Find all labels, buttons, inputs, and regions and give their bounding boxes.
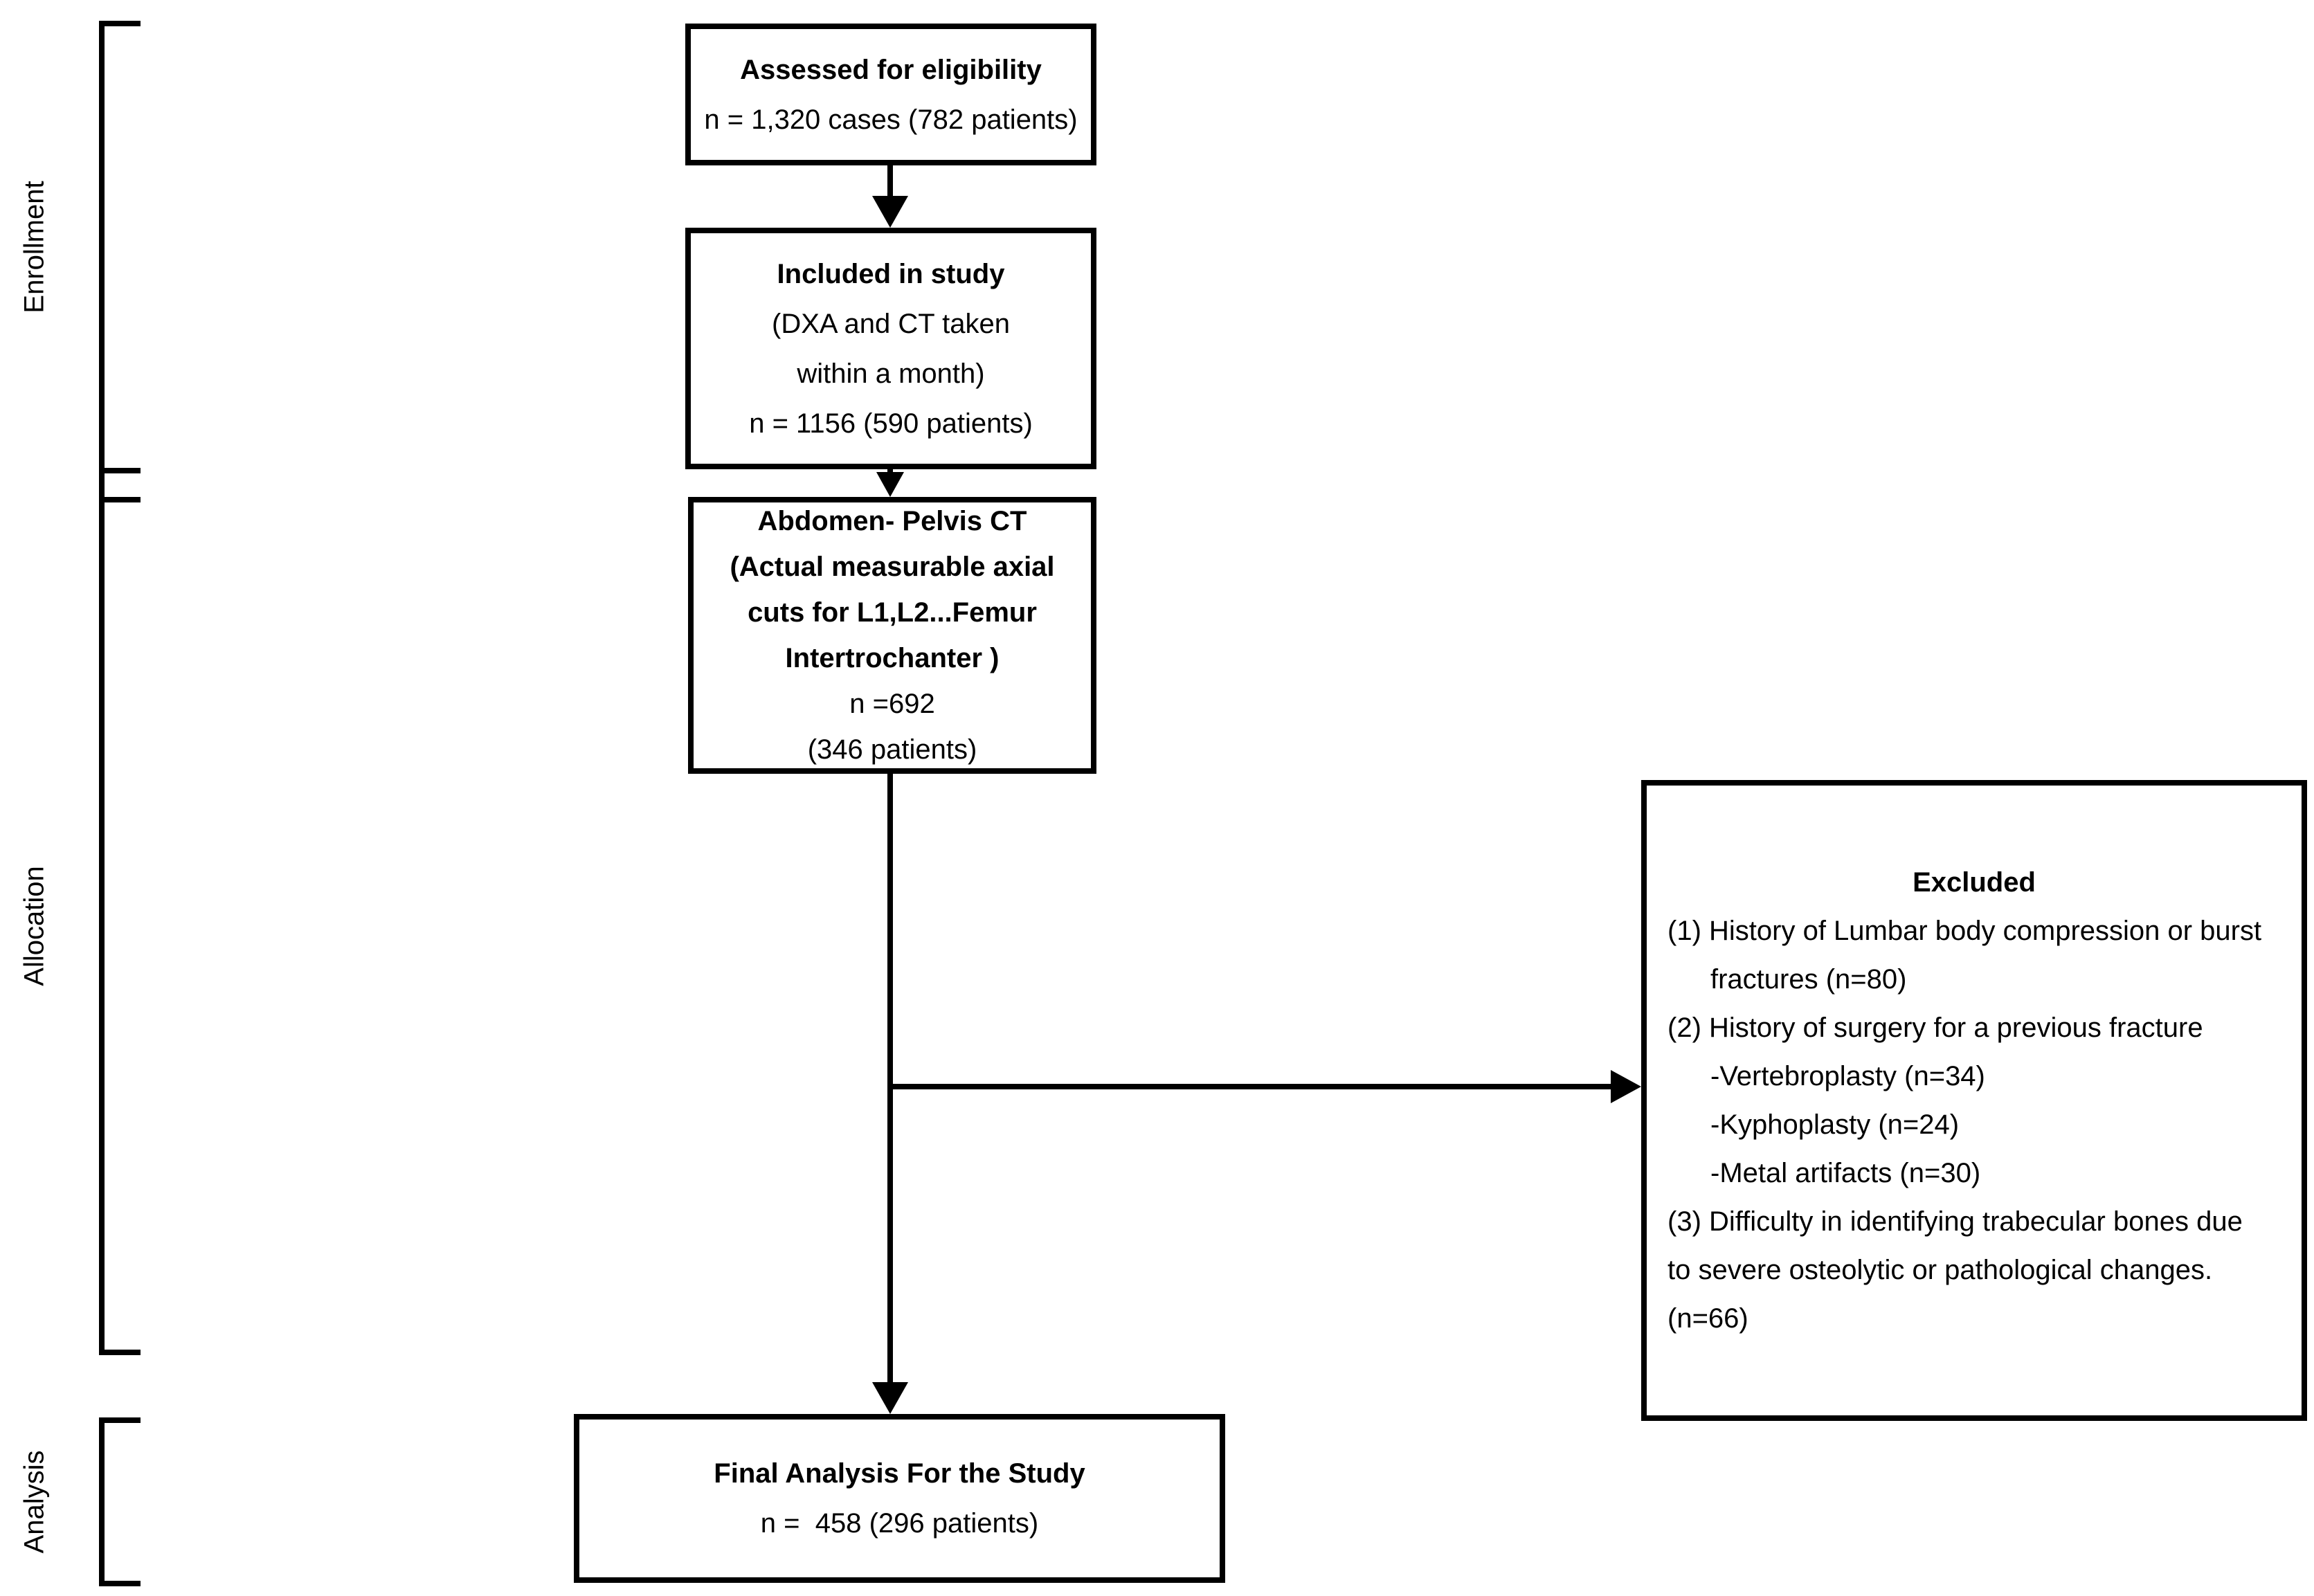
analysis-bracket — [99, 1417, 141, 1586]
included-detail-2: within a month) — [797, 358, 985, 389]
excluded-item: fractures (n=80) — [1710, 964, 1907, 995]
excluded-item: (n=66) — [1667, 1303, 1748, 1334]
arrow-assessed-to-included-stem — [887, 165, 893, 202]
final-analysis-box: Final Analysis For the Study n = 458 (29… — [574, 1414, 1225, 1583]
excluded-item: (1) History of Lumbar body compression o… — [1667, 916, 2262, 946]
included-detail-1: (DXA and CT taken — [772, 308, 1010, 339]
bracket-connector-line — [99, 473, 105, 497]
down-arrowhead-icon — [876, 472, 904, 497]
excluded-item: -Metal artifacts (n=30) — [1710, 1158, 1981, 1188]
stage-label-enrollment: Enrollment — [19, 181, 50, 314]
stage-label-analysis: Analysis — [19, 1450, 50, 1554]
stage-label-allocation: Allocation — [19, 866, 50, 986]
included-in-study-box: Included in study (DXA and CT taken with… — [685, 228, 1096, 469]
included-count: n = 1156 (590 patients) — [749, 408, 1033, 439]
included-title: Included in study — [777, 258, 1005, 289]
ct-count-2: (346 patients) — [807, 734, 977, 765]
final-count: n = 458 (296 patients) — [760, 1508, 1039, 1539]
arrow-to-excluded-stem — [893, 1084, 1614, 1089]
excluded-title: Excluded — [1913, 867, 2036, 898]
arrow-ct-to-final-stem — [887, 774, 893, 1386]
assessed-count: n = 1,320 cases (782 patients) — [704, 104, 1078, 135]
excluded-item: to severe osteolytic or pathological cha… — [1667, 1255, 2213, 1285]
final-title: Final Analysis For the Study — [714, 1458, 1085, 1489]
allocation-bracket — [99, 497, 141, 1355]
ct-title-4: Intertrochanter ) — [785, 643, 1000, 673]
right-arrowhead-icon — [1611, 1070, 1641, 1103]
excluded-item: -Vertebroplasty (n=34) — [1710, 1061, 1985, 1091]
assessed-eligibility-box: Assessed for eligibility n = 1,320 cases… — [685, 24, 1096, 165]
ct-title-3: cuts for L1,L2...Femur — [748, 597, 1037, 628]
excluded-box: Excluded (1) History of Lumbar body comp… — [1641, 780, 2307, 1421]
enrollment-bracket — [99, 21, 141, 473]
ct-title-2: (Actual measurable axial — [730, 552, 1055, 582]
excluded-item: (3) Difficulty in identifying trabecular… — [1667, 1206, 2243, 1237]
ct-title-1: Abdomen- Pelvis CT — [757, 506, 1027, 536]
abdomen-pelvis-ct-box: Abdomen- Pelvis CT (Actual measurable ax… — [688, 497, 1096, 774]
excluded-item: -Kyphoplasty (n=24) — [1710, 1109, 1960, 1140]
assessed-title: Assessed for eligibility — [740, 54, 1042, 85]
down-arrowhead-icon — [872, 1382, 908, 1414]
ct-count: n =692 — [849, 689, 935, 719]
down-arrowhead-icon — [872, 196, 908, 228]
excluded-item: (2) History of surgery for a previous fr… — [1667, 1013, 2203, 1043]
